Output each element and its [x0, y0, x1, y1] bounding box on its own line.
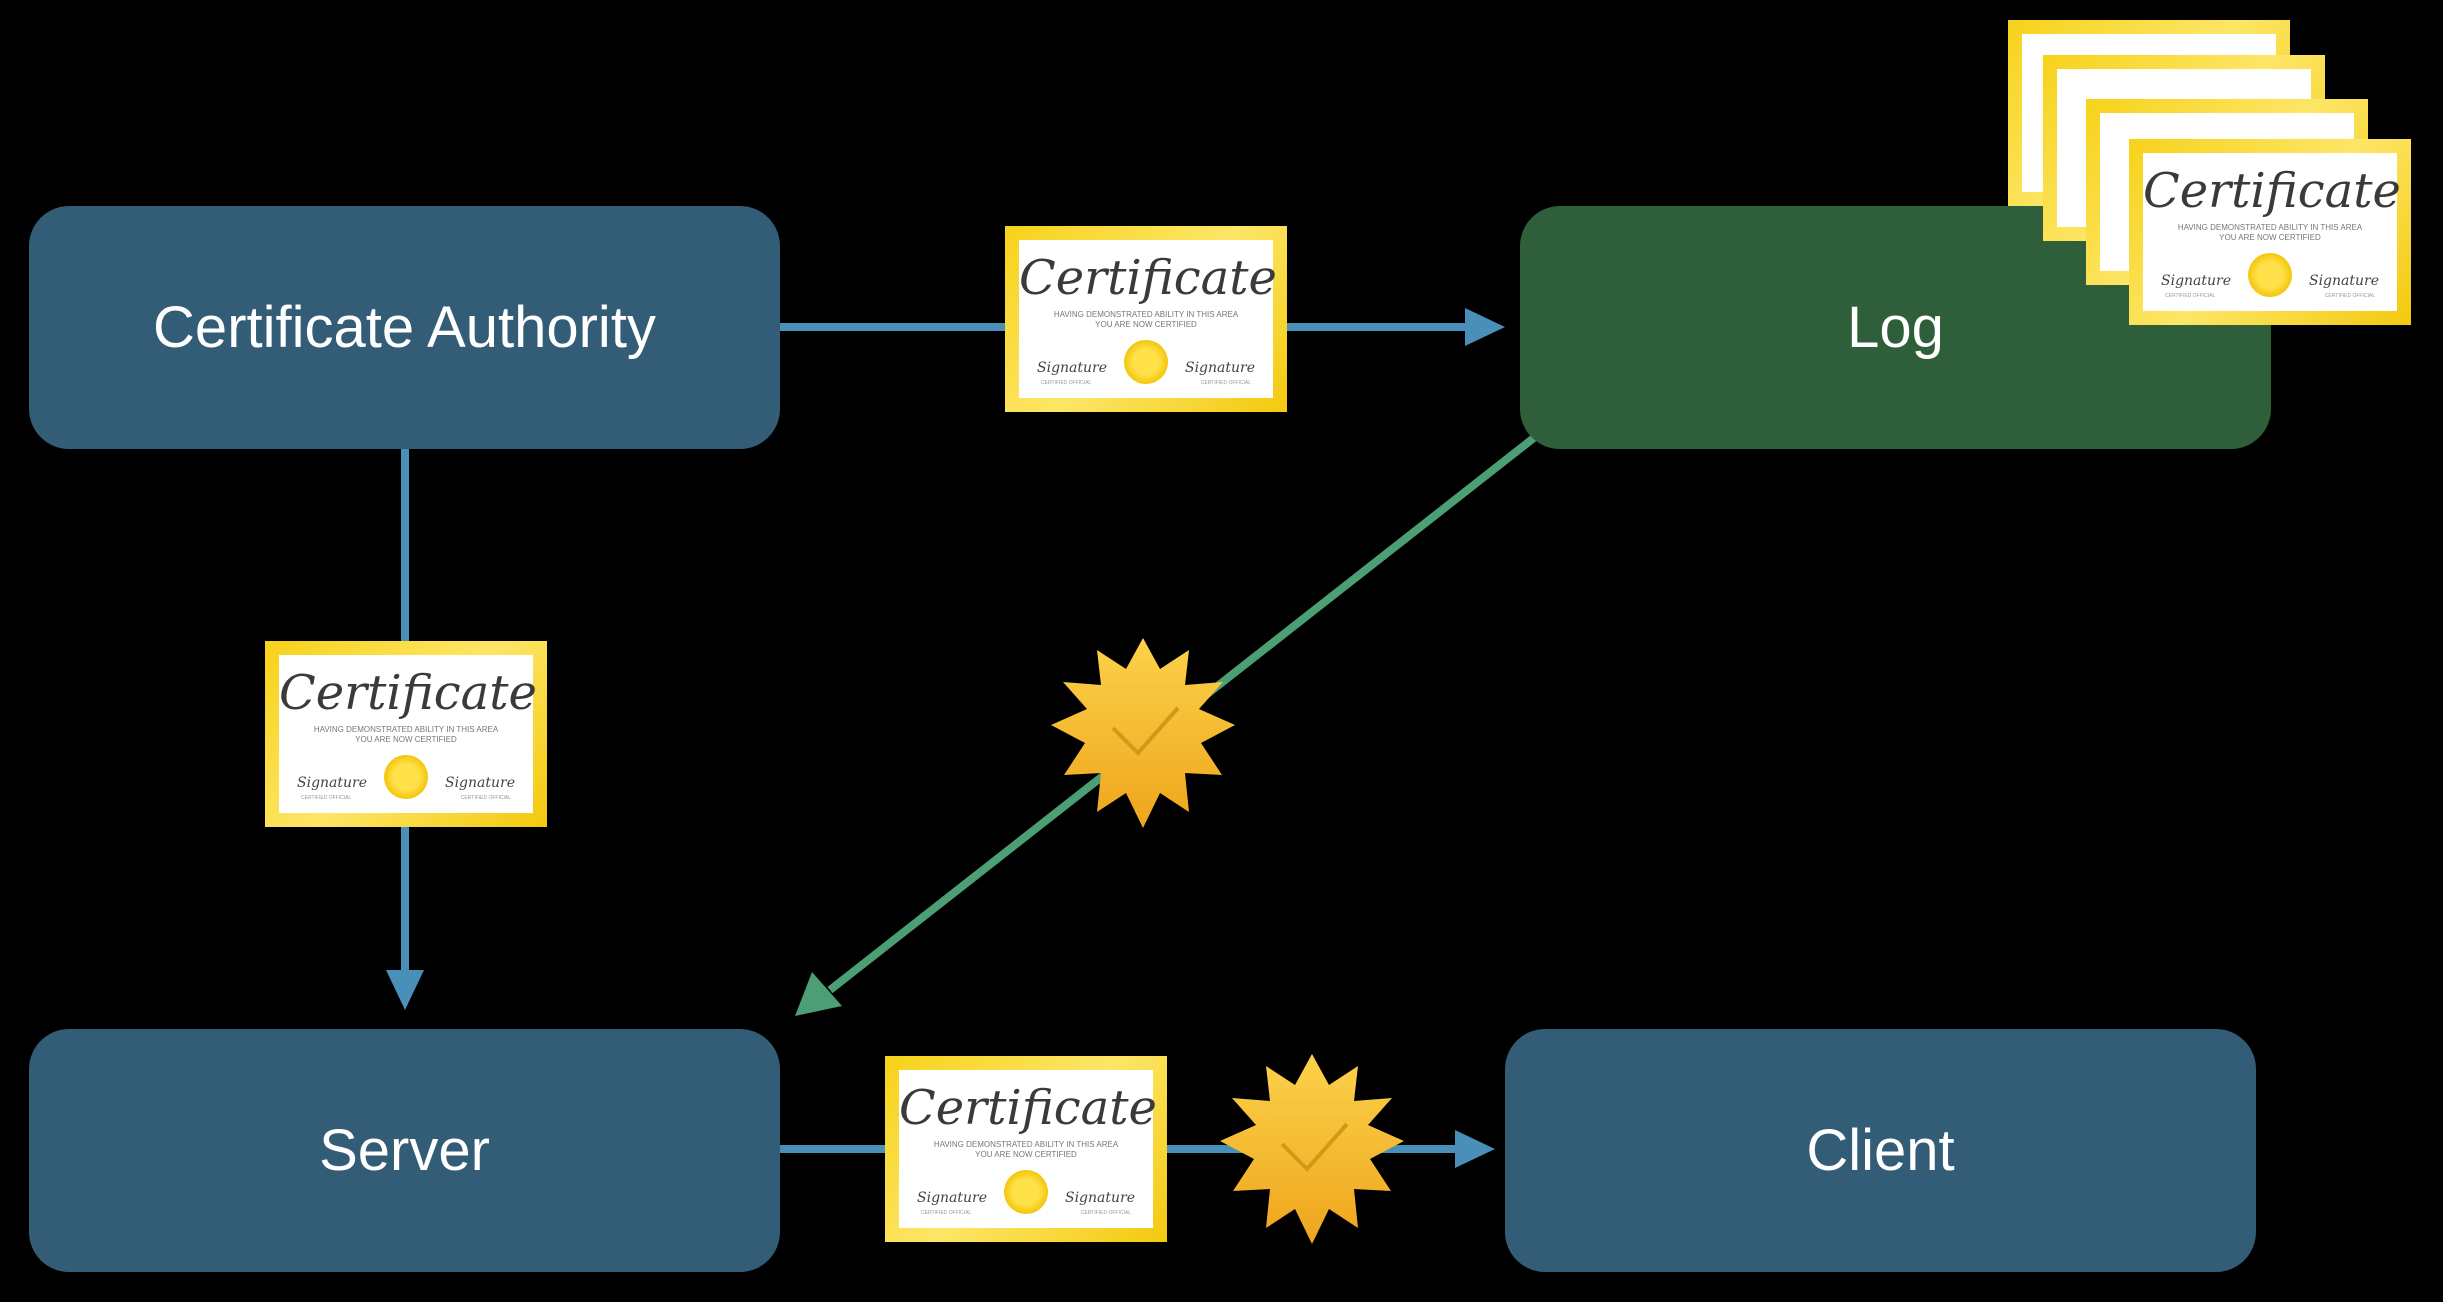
log-node: Log	[1520, 206, 2271, 449]
certificate-title: Certificate	[2143, 163, 2401, 219]
certificate-icon: Certificate HAVING DEMONSTRATED ABILITY …	[2129, 139, 2411, 325]
node-label: Client	[1806, 1118, 1955, 1183]
certificate-signature: Signature	[1037, 360, 1108, 376]
certificate-signature: Signature	[1064, 1190, 1135, 1206]
certificate-body-line: YOU ARE NOW CERTIFIED	[975, 1150, 1077, 1159]
certificate-body-line: YOU ARE NOW CERTIFIED	[1095, 320, 1197, 329]
seal-check-icon	[1220, 1054, 1404, 1244]
certificate-body-line: HAVING DEMONSTRATED ABILITY IN THIS AREA	[933, 1140, 1119, 1149]
certificate-signature-caption: CERTIFIED OFFICIAL	[1200, 380, 1251, 386]
certificate-signature-caption: CERTIFIED OFFICIAL	[460, 795, 511, 801]
certificate-title: Certificate	[1019, 250, 1277, 306]
certificate-signature-caption: CERTIFIED OFFICIAL	[2324, 293, 2375, 299]
certificate-body: HAVING DEMONSTRATED ABILITY IN THIS AREA…	[1019, 310, 1273, 330]
certificate-body-line: HAVING DEMONSTRATED ABILITY IN THIS AREA	[313, 725, 499, 734]
certificate-face: Certificate HAVING DEMONSTRATED ABILITY …	[279, 655, 537, 813]
certificate-signature-caption: CERTIFIED OFFICIAL	[1041, 380, 1092, 386]
certificate-signature-caption: CERTIFIED OFFICIAL	[2165, 293, 2216, 299]
certificate-title: Certificate	[899, 1080, 1157, 1136]
certificate-signature-caption: CERTIFIED OFFICIAL	[1080, 1210, 1131, 1216]
client-node: Client	[1505, 1029, 2256, 1272]
certificate-icon: Certificate HAVING DEMONSTRATED ABILITY …	[265, 641, 547, 827]
node-label: Certificate Authority	[153, 295, 656, 360]
certificate-body-line: HAVING DEMONSTRATED ABILITY IN THIS AREA	[1053, 310, 1239, 319]
seal-icon	[2248, 253, 2292, 297]
seal-icon	[1004, 1170, 1048, 1214]
certificate-face: Certificate HAVING DEMONSTRATED ABILITY …	[2143, 153, 2401, 311]
seal-check-icon	[1051, 638, 1235, 828]
certificate-body-line: YOU ARE NOW CERTIFIED	[355, 735, 457, 744]
certificate-signature: Signature	[917, 1190, 988, 1206]
certificate-body: HAVING DEMONSTRATED ABILITY IN THIS AREA…	[2143, 223, 2397, 243]
certificate-signature-caption: CERTIFIED OFFICIAL	[921, 1210, 972, 1216]
certificate-signature-caption: CERTIFIED OFFICIAL	[301, 795, 352, 801]
seal-icon	[1124, 340, 1168, 384]
certificate-icon: Certificate HAVING DEMONSTRATED ABILITY …	[1005, 226, 1287, 412]
certificate-body-line: YOU ARE NOW CERTIFIED	[2219, 233, 2321, 242]
certificate-signature: Signature	[2308, 273, 2379, 289]
certificate-body: HAVING DEMONSTRATED ABILITY IN THIS AREA…	[279, 725, 533, 745]
certificate-signature: Signature	[297, 775, 368, 791]
certificate-signature: Signature	[1184, 360, 1255, 376]
certificate-icon: Certificate HAVING DEMONSTRATED ABILITY …	[885, 1056, 1167, 1242]
certificate-title: Certificate	[279, 665, 537, 721]
certificate-authority-node: Certificate Authority	[29, 206, 780, 449]
certificate-signature: Signature	[444, 775, 515, 791]
certificate-body-line: HAVING DEMONSTRATED ABILITY IN THIS AREA	[2177, 223, 2363, 232]
certificate-signature: Signature	[2161, 273, 2232, 289]
server-node: Server	[29, 1029, 780, 1272]
certificate-face: Certificate HAVING DEMONSTRATED ABILITY …	[1019, 240, 1277, 398]
node-label: Server	[319, 1118, 490, 1183]
certificate-body: HAVING DEMONSTRATED ABILITY IN THIS AREA…	[899, 1140, 1153, 1160]
certificate-face: Certificate HAVING DEMONSTRATED ABILITY …	[899, 1070, 1157, 1228]
seal-icon	[384, 755, 428, 799]
node-label: Log	[1847, 295, 1944, 360]
